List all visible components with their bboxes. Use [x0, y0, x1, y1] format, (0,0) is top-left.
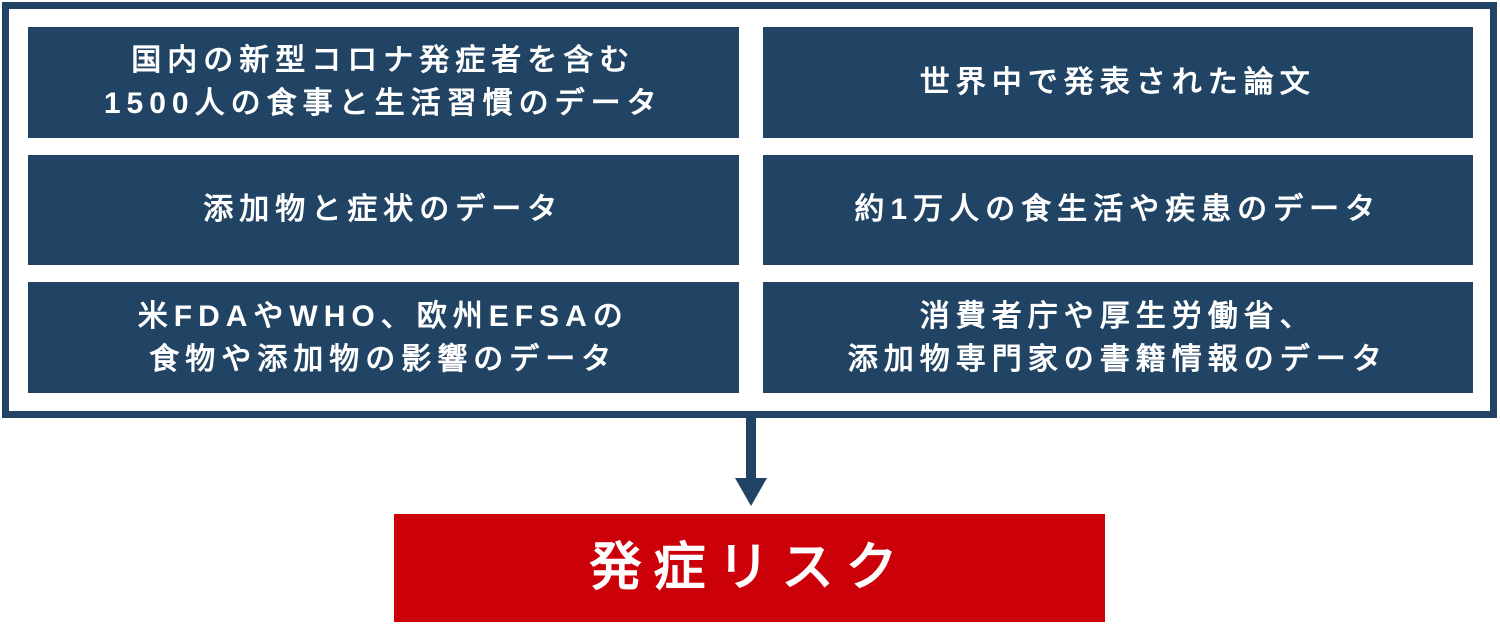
source-box-text-line: 1500人の食事と生活習慣のデータ: [103, 87, 663, 121]
source-box-10k-people-diet-disease-data: 約1万人の食生活や疾患のデータ: [762, 154, 1473, 266]
source-box-text-line: 世界中で発表された論文: [919, 65, 1316, 99]
down-arrow-icon: [746, 418, 756, 479]
down-arrow-head-icon: [735, 478, 767, 506]
source-box-global-papers: 世界中で発表された論文: [762, 27, 1473, 138]
source-box-domestic-covid-diet-data: 国内の新型コロナ発症者を含む 1500人の食事と生活習慣のデータ: [28, 27, 739, 138]
source-box-text-line: 国内の新型コロナ発症者を含む: [131, 44, 636, 78]
onset-risk-label: 発症リスク: [589, 539, 910, 597]
source-box-additives-symptoms-data: 添加物と症状のデータ: [28, 154, 739, 266]
source-box-text-line: 添加物専門家の書籍情報のデータ: [847, 342, 1388, 376]
source-box-text-line: 約1万人の食生活や疾患のデータ: [854, 193, 1382, 227]
data-sources-frame: 国内の新型コロナ発症者を含む 1500人の食事と生活習慣のデータ 世界中で発表さ…: [2, 2, 1497, 418]
source-box-gov-expert-books-data: 消費者庁や厚生労働省、 添加物専門家の書籍情報のデータ: [762, 282, 1473, 393]
source-box-text-line: 添加物と症状のデータ: [203, 193, 564, 227]
source-box-text-line: 米FDAやWHO、欧州EFSAの: [137, 299, 629, 333]
onset-risk-result-box: 発症リスク: [394, 514, 1105, 622]
source-box-fda-who-efsa-data: 米FDAやWHO、欧州EFSAの 食物や添加物の影響のデータ: [28, 282, 739, 393]
source-box-text-line: 食物や添加物の影響のデータ: [149, 342, 618, 376]
source-box-text-line: 消費者庁や厚生労働省、: [919, 299, 1316, 333]
